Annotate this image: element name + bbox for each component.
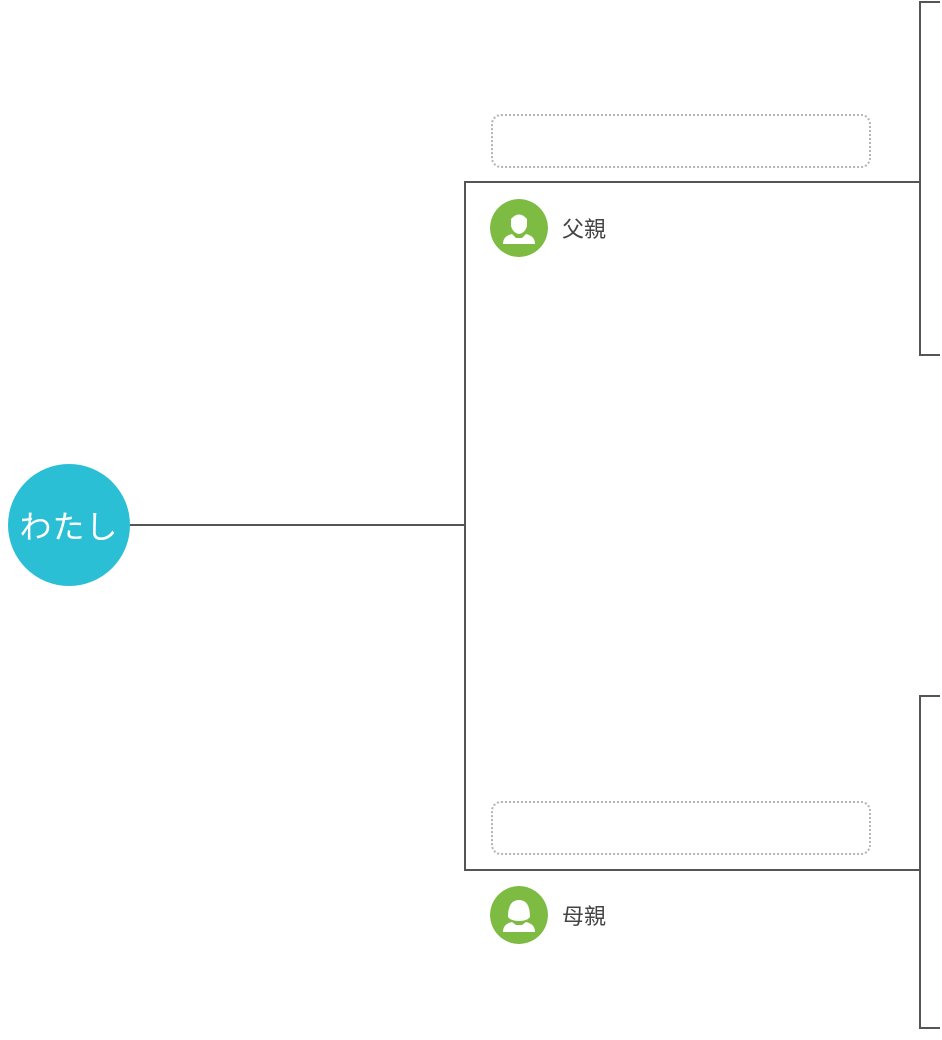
father-name-slot[interactable]	[491, 114, 871, 168]
father-side-bracket	[919, 1, 940, 356]
parent-bracket	[464, 181, 920, 871]
father-node[interactable]: 父親	[490, 199, 606, 257]
mother-side-bracket	[919, 695, 940, 1029]
father-label: 父親	[562, 218, 607, 243]
mother-label: 母親	[562, 905, 607, 930]
me-node[interactable]: わたし	[8, 464, 130, 586]
male-person-icon	[490, 199, 548, 257]
me-label: わたし	[19, 508, 119, 546]
female-person-icon	[490, 886, 548, 944]
mother-name-slot[interactable]	[491, 801, 871, 855]
mother-node[interactable]: 母親	[490, 886, 606, 944]
